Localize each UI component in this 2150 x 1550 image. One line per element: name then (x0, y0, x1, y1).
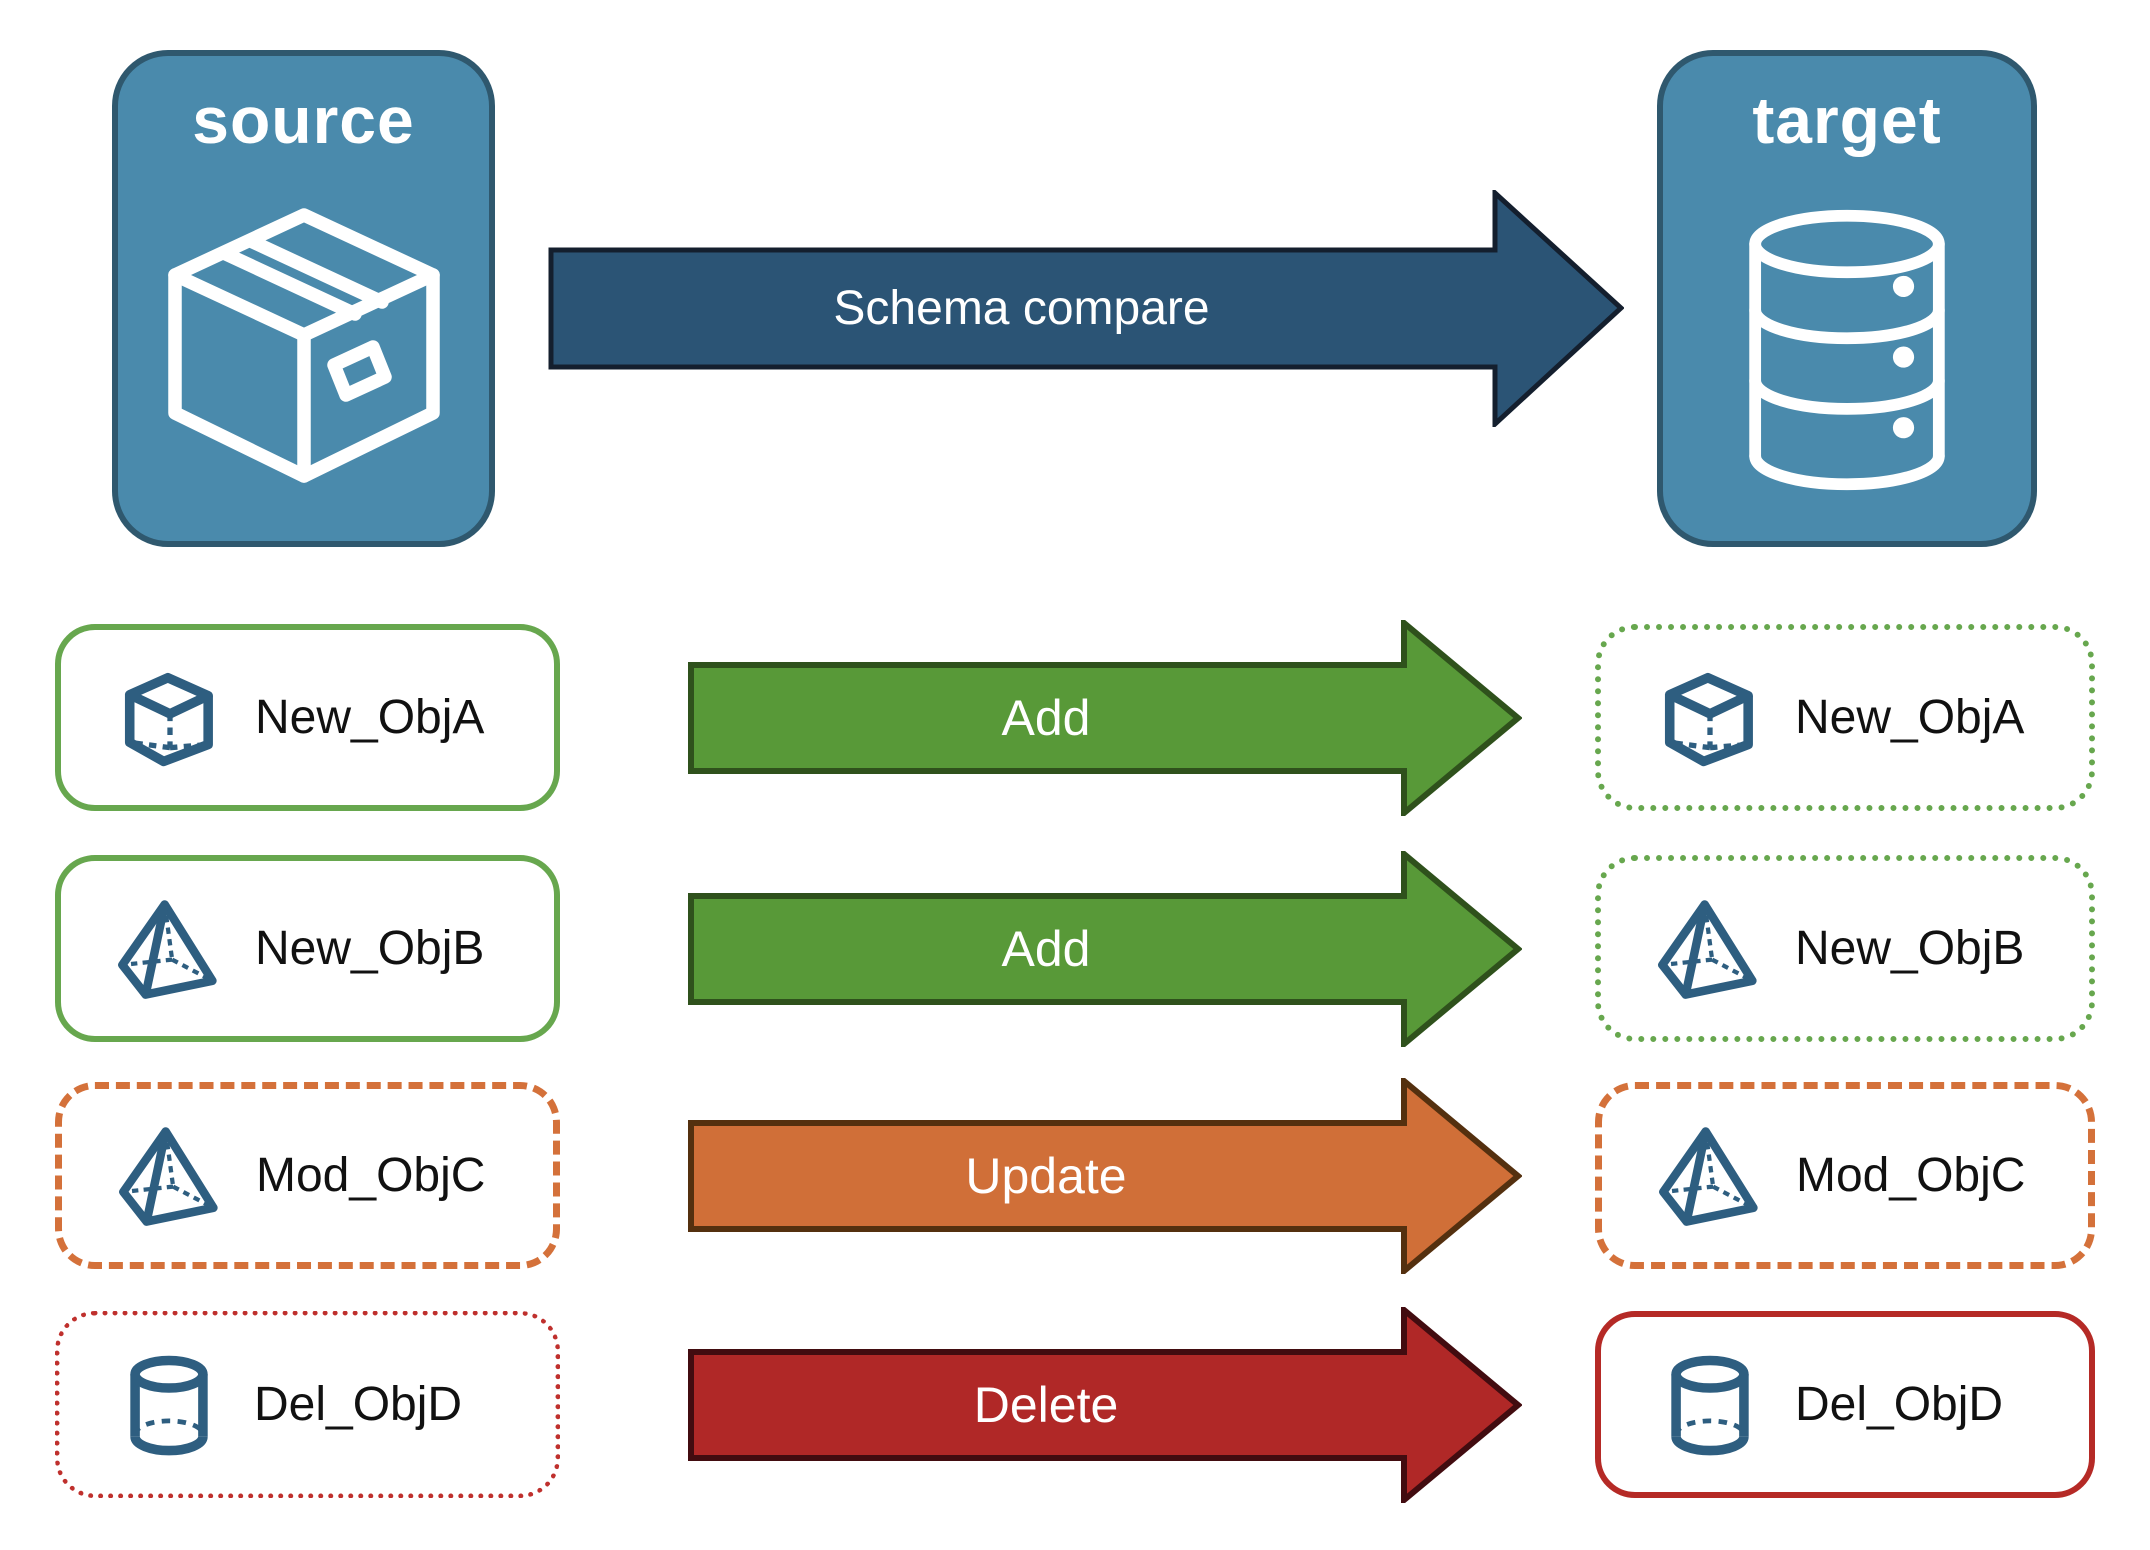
pyramid-icon (118, 1123, 224, 1229)
update-arrow-label: Update (965, 1148, 1127, 1204)
object-label: New_ObjB (1795, 922, 2025, 975)
target-panel: target (1657, 50, 2037, 547)
right-arrow-shape (688, 620, 1522, 816)
delete-arrow: Delete (688, 1307, 1522, 1503)
target-title: target (1752, 83, 1942, 157)
source-title: source (192, 83, 415, 157)
schema-compare-label: Schema compare (833, 282, 1210, 335)
object-label: New_ObjA (255, 691, 485, 744)
pyramid-icon (117, 896, 223, 1002)
object-label: Del_ObjD (1795, 1378, 2004, 1431)
object-label: New_ObjB (255, 922, 485, 975)
source-object-mod-objc: Mod_ObjC (55, 1082, 560, 1269)
source-object-new-objb: New_ObjB (55, 855, 560, 1042)
right-arrow-shape (688, 1307, 1522, 1503)
cube-icon (1657, 665, 1763, 771)
add-arrow-row2: Add (688, 851, 1522, 1047)
source-panel: source (112, 50, 495, 547)
source-object-del-objd: Del_ObjD (55, 1311, 560, 1498)
pyramid-icon (1657, 896, 1763, 1002)
cube-icon (117, 665, 223, 771)
delete-arrow-label: Delete (973, 1377, 1119, 1433)
right-arrow-shape (688, 851, 1522, 1047)
object-label: Del_ObjD (254, 1378, 463, 1431)
right-arrow-shape (548, 190, 1624, 427)
database-icon (1728, 204, 1966, 496)
object-label: New_ObjA (1795, 691, 2025, 744)
add-arrow-row1: Add (688, 620, 1522, 816)
add-arrow-label: Add (1001, 690, 1091, 746)
target-object-new-obja: New_ObjA (1595, 624, 2095, 811)
target-object-del-objd: Del_ObjD (1595, 1311, 2095, 1498)
source-object-new-obja: New_ObjA (55, 624, 560, 811)
target-object-new-objb: New_ObjB (1595, 855, 2095, 1042)
cylinder-icon (1657, 1352, 1763, 1458)
update-arrow: Update (688, 1078, 1522, 1274)
object-label: Mod_ObjC (1796, 1149, 2026, 1202)
add-arrow-label: Add (1001, 921, 1091, 977)
package-box-icon (154, 194, 454, 494)
right-arrow-shape (688, 1078, 1522, 1274)
pyramid-icon (1658, 1123, 1764, 1229)
schema-compare-arrow: Schema compare (548, 190, 1624, 427)
target-object-mod-objc: Mod_ObjC (1595, 1082, 2095, 1269)
cylinder-icon (116, 1352, 222, 1458)
object-label: Mod_ObjC (256, 1149, 486, 1202)
